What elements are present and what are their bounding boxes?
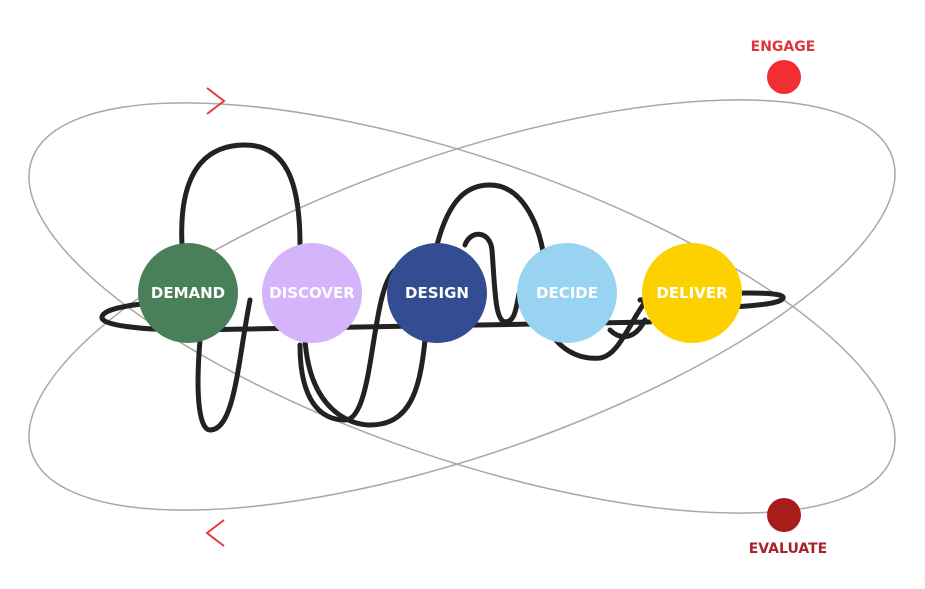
evaluate-label: EVALUATE <box>749 541 828 557</box>
stage-demand: DEMAND <box>138 243 238 343</box>
evaluate-dot <box>767 498 801 532</box>
arrow-right-icon <box>206 87 226 115</box>
stage-design: DESIGN <box>387 243 487 343</box>
stage-decide: DECIDE <box>517 243 617 343</box>
arrow-left-icon <box>205 519 225 547</box>
stage-label: DESIGN <box>405 284 469 302</box>
orbit-ellipse-forward <box>28 102 896 514</box>
engage-dot <box>767 60 801 94</box>
stage-label: DISCOVER <box>269 284 355 302</box>
stage-deliver: DELIVER <box>642 243 742 343</box>
stage-label: DEMAND <box>151 284 225 302</box>
orbit-ellipse-return <box>28 99 896 511</box>
stage-label: DECIDE <box>536 284 598 302</box>
engage-label: ENGAGE <box>751 39 816 55</box>
stage-discover: DISCOVER <box>262 243 362 343</box>
stage-label: DELIVER <box>656 284 728 302</box>
